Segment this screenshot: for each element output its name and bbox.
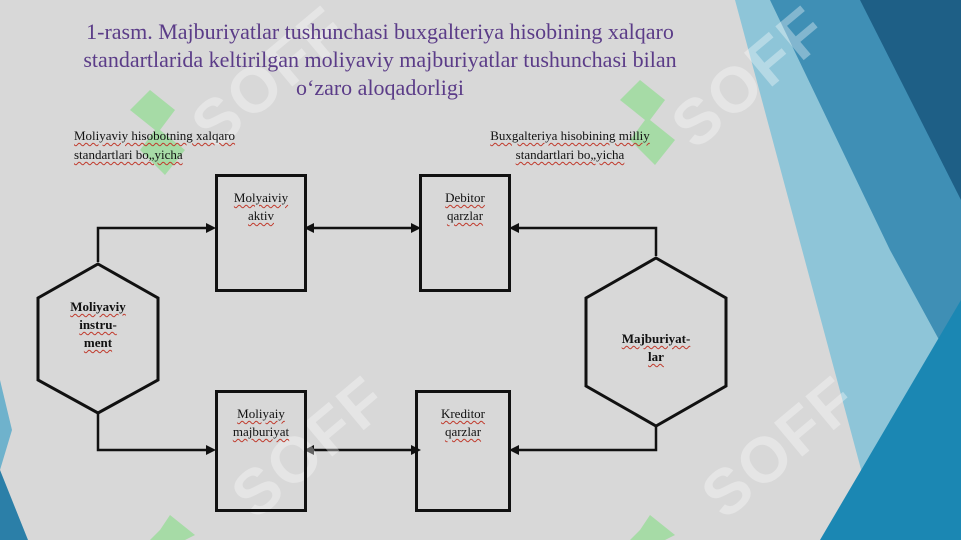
box-receivables: Debitor qarzlar xyxy=(419,174,511,292)
hex-left-line-3: ment xyxy=(83,335,113,350)
arrow-to-kreditor xyxy=(509,445,519,455)
hex-left-line-1: Moliyaviy xyxy=(70,299,126,314)
connector-hex-left-top xyxy=(96,226,210,262)
connector-hex-right-bottom xyxy=(515,426,658,452)
caption-right-line-1: Buxgalteriya hisobining milliy xyxy=(490,128,650,143)
box-financial-liability-line-2: majburiyat xyxy=(232,424,290,439)
title-line-1: 1-rasm. Majburiyatlar tushunchasi buxgal… xyxy=(86,19,674,44)
box-receivables-line-1: Debitor xyxy=(445,190,485,205)
hexagon-right-label: Majburiyat- lar xyxy=(596,330,716,366)
caption-left-line-2: standartlari bo„yicha xyxy=(74,147,183,162)
deco-panel-left2 xyxy=(0,380,12,470)
deco-panel-dark xyxy=(860,0,961,200)
hex-right-line-2: lar xyxy=(648,349,664,364)
connectors xyxy=(96,226,658,452)
box-payables: Kreditor qarzlar xyxy=(415,390,511,512)
hexagon-moliyaviy-instrument xyxy=(36,262,160,415)
caption-right-line-2: standartlari bo„yicha xyxy=(515,147,625,162)
box-financial-liability: Moliyaiy majburiyat xyxy=(215,390,307,512)
hexagon-majburiyatlar xyxy=(584,256,728,428)
caption-left-line-1: Moliyaviy hisobotning xalqaro xyxy=(74,128,236,143)
hex-right-line-1: Majburiyat- xyxy=(621,331,691,346)
arrow-to-debitor xyxy=(509,223,519,233)
arrow-bottom-left xyxy=(304,445,314,455)
hex-left-line-2: instru- xyxy=(79,317,117,332)
arrow-top-right xyxy=(411,223,421,233)
hexagon-left-label: Moliyaviy instru- ment xyxy=(48,298,148,352)
box-receivables-line-2: qarzlar xyxy=(446,208,484,223)
watermark-logo xyxy=(130,80,675,540)
box-payables-line-2: qarzlar xyxy=(444,424,482,439)
deco-panel-bottom xyxy=(820,300,961,540)
box-payables-line-1: Kreditor xyxy=(440,406,486,421)
arrow-to-majburiyat xyxy=(206,445,216,455)
title-line-2: standartlarida keltirilgan moliyaviy maj… xyxy=(83,47,677,72)
title-line-3: o‘zaro aloqadorligi xyxy=(296,75,464,100)
arrowheads xyxy=(206,223,519,455)
box-financial-asset: Molyaiviy aktiv xyxy=(215,174,307,292)
box-financial-asset-line-1: Molyaiviy xyxy=(233,190,289,205)
box-financial-asset-line-2: aktiv xyxy=(248,208,274,223)
deco-panel-left xyxy=(0,470,28,540)
caption-national-standards: Buxgalteriya hisobining milliy standartl… xyxy=(460,126,680,164)
arrow-top-left xyxy=(304,223,314,233)
box-financial-liability-line-1: Moliyaiy xyxy=(237,406,285,421)
page-title: 1-rasm. Majburiyatlar tushunchasi buxgal… xyxy=(0,18,760,102)
caption-international-standards: Moliyaviy hisobotning xalqaro standartla… xyxy=(74,126,314,164)
connector-hex-left-bottom xyxy=(96,413,210,452)
arrow-to-aktiv xyxy=(206,223,216,233)
connector-hex-right-top xyxy=(515,226,658,256)
